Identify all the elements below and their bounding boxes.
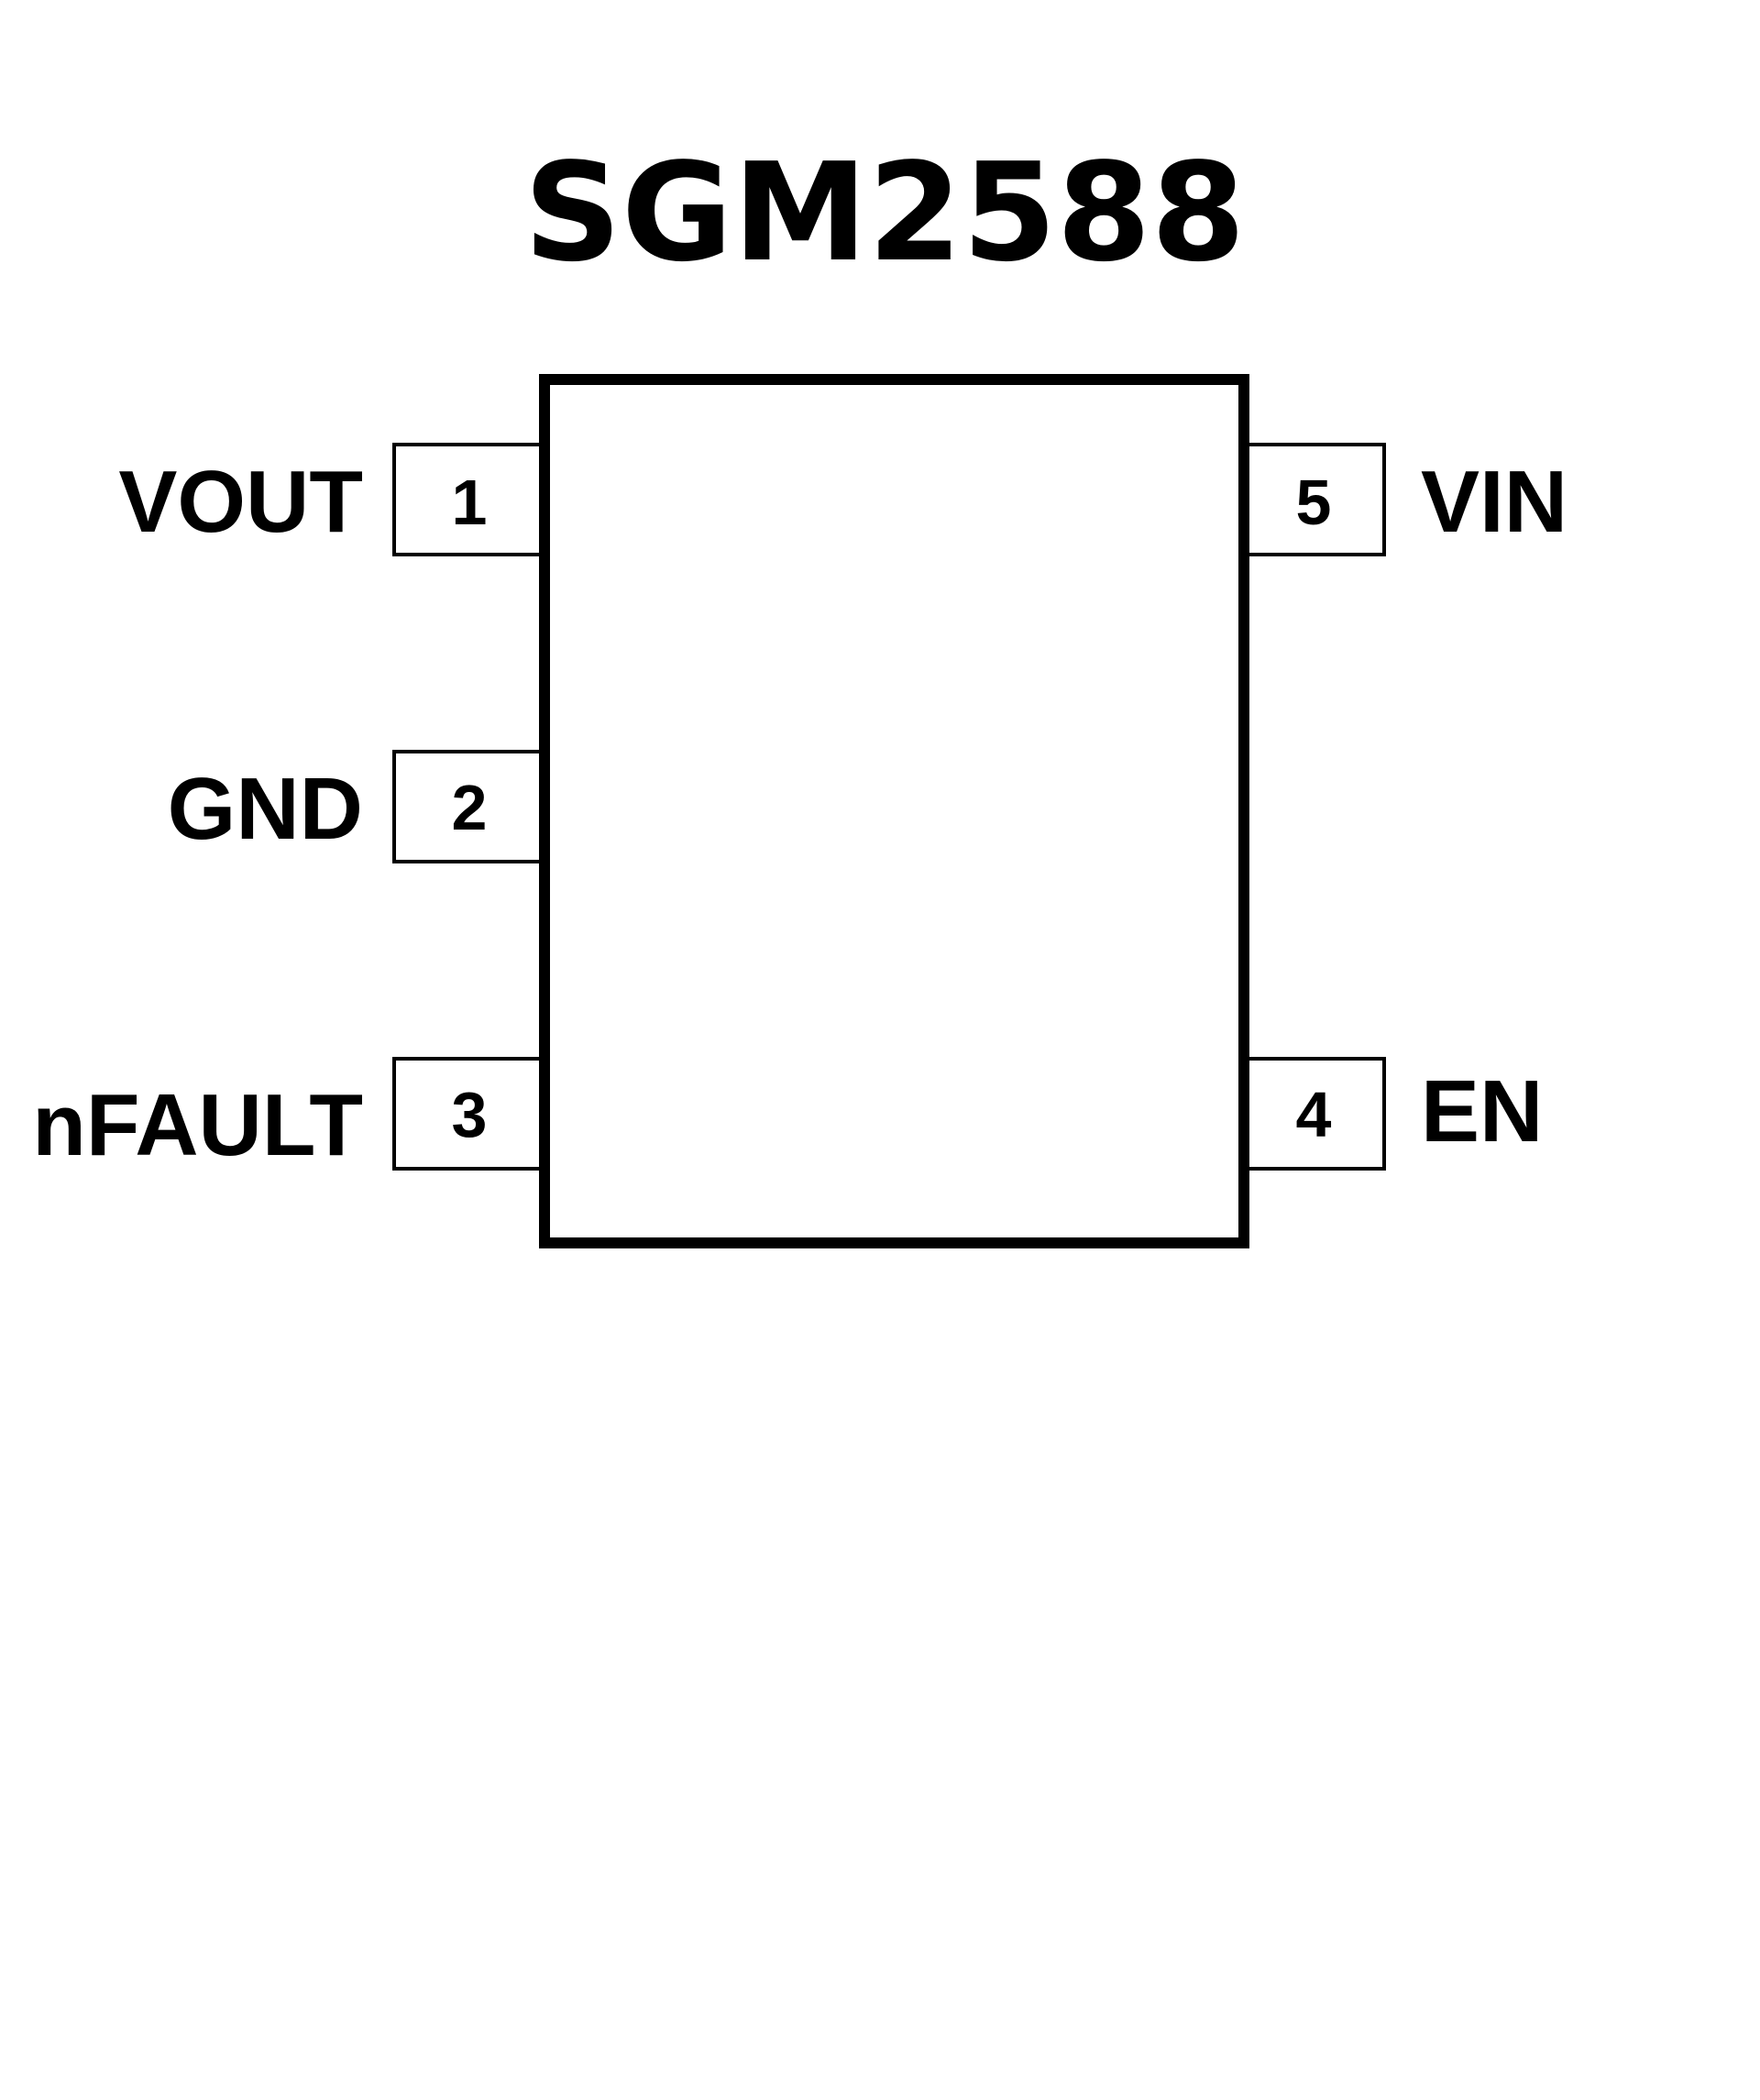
pin-5: 5 VIN xyxy=(1236,443,1568,556)
pin-3-number: 3 xyxy=(452,1079,488,1150)
pin-3-name: nFAULT xyxy=(32,1076,363,1174)
pin-2-name: GND xyxy=(168,760,363,858)
pin-4-number: 4 xyxy=(1296,1079,1332,1150)
pin-5-name: VIN xyxy=(1421,453,1568,551)
pin-1-name: VOUT xyxy=(118,453,363,551)
pin-5-box xyxy=(1236,443,1386,556)
chip-body xyxy=(539,374,1249,1248)
pin-2-box xyxy=(392,750,547,863)
pin-4-box xyxy=(1236,1057,1386,1171)
pin-2: 2 GND xyxy=(168,750,547,863)
pin-1: 1 VOUT xyxy=(118,443,547,556)
pin-3-box xyxy=(392,1057,547,1171)
pin-4-name: EN xyxy=(1421,1062,1543,1160)
pin-4: 4 EN xyxy=(1236,1057,1543,1171)
pin-3: 3 nFAULT xyxy=(32,1057,547,1174)
pin-5-number: 5 xyxy=(1296,467,1332,538)
pin-1-box xyxy=(392,443,547,556)
pin-1-number: 1 xyxy=(452,467,488,538)
pin-2-number: 2 xyxy=(452,772,488,843)
chip-title: SGM2588 xyxy=(523,134,1245,291)
